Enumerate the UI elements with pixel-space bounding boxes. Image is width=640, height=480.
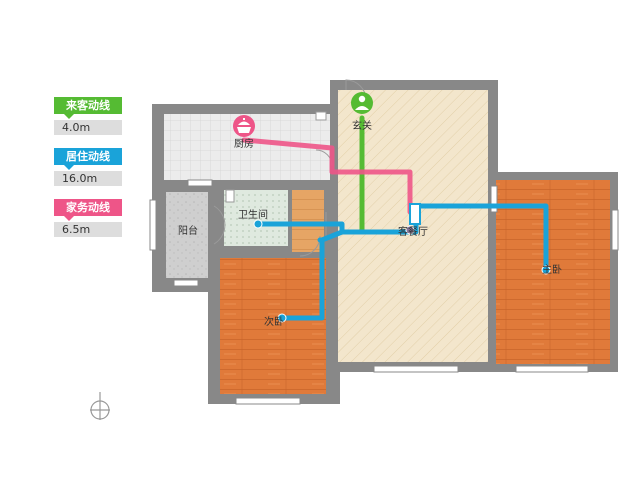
cooking-pot-icon (233, 115, 255, 137)
living-label: 客餐厅 (398, 225, 428, 238)
legend-guest-value: 4.0m (54, 120, 122, 135)
person-icon (351, 92, 373, 114)
entrance-label: 玄关 (352, 119, 372, 132)
living-marker (405, 225, 415, 235)
legend-living-label: 居住动线 (54, 148, 122, 170)
legend-living: 居住动线 16.0m (54, 148, 122, 186)
bathroom-floor (224, 190, 288, 246)
living-route (255, 203, 549, 321)
windows (149, 179, 619, 405)
chore-route (241, 137, 413, 215)
balcony-label: 阳台 (178, 224, 198, 237)
compass-icon (90, 392, 110, 420)
entrance-floor (338, 108, 404, 128)
legend-living-value: 16.0m (54, 171, 122, 186)
master-bedroom-marker (541, 265, 551, 275)
second-bedroom-label: 次卧 (264, 315, 284, 328)
balcony-floor (166, 192, 208, 278)
legend-guest: 来客动线 4.0m (54, 97, 122, 135)
master-bedroom-label: 主卧 (542, 263, 562, 276)
legend-chore-label: 家务动线 (54, 199, 122, 221)
legend-chore: 家务动线 6.5m (54, 199, 122, 237)
kitchen-label: 厨房 (234, 137, 254, 150)
bathroom-marker (253, 219, 263, 229)
second-bedroom-marker (277, 313, 287, 323)
bathroom-label: 卫生间 (238, 208, 268, 221)
legend-chore-value: 6.5m (54, 222, 122, 237)
master-bedroom-floor (496, 180, 610, 364)
legend-guest-label: 来客动线 (54, 97, 122, 119)
second-bedroom-floor (220, 258, 326, 394)
